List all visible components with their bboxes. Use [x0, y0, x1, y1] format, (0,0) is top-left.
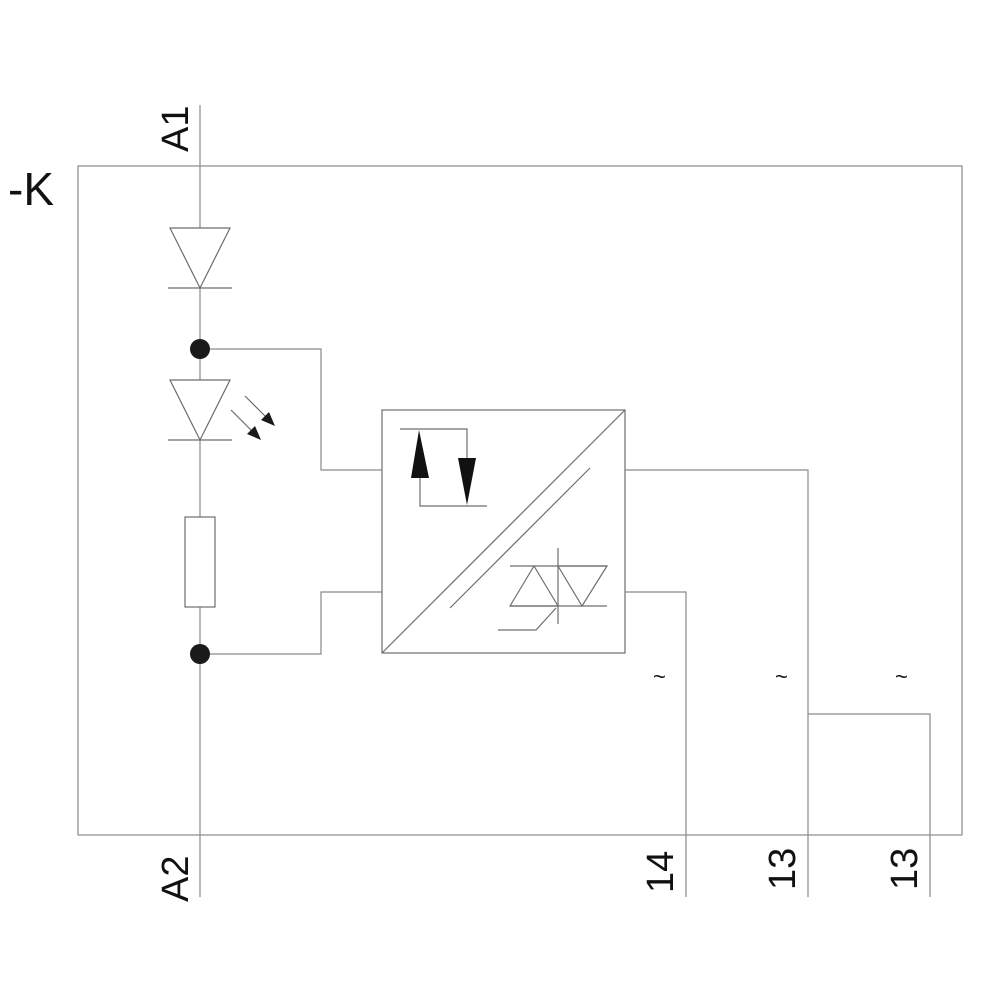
junction-dot-bottom: [190, 644, 210, 664]
device-tag: -K: [8, 163, 54, 215]
terminal-a2-label: A2: [155, 856, 197, 902]
led-symbol: [168, 379, 275, 442]
direction-arrows-icon: [400, 428, 487, 507]
ac-mark-14: ~: [653, 664, 666, 689]
bridge-wire-13b: [808, 713, 931, 897]
terminal-13a-label: 13: [762, 848, 804, 890]
ssr-module: [381, 409, 626, 654]
terminal-a1-label: A1: [155, 106, 197, 152]
input-wire-bottom: [210, 591, 382, 655]
output-wire-13a: [625, 469, 809, 897]
ac-mark-13a: ~: [775, 664, 788, 689]
triac-symbol: [498, 548, 609, 631]
terminal-13b-label: 13: [884, 848, 926, 890]
device-enclosure: [77, 165, 963, 836]
input-wire-top: [210, 348, 382, 471]
terminal-14-label: 14: [640, 851, 682, 893]
output-wire-14: [625, 591, 687, 897]
ac-mark-13b: ~: [895, 664, 908, 689]
junction-dot-top: [190, 339, 210, 359]
resistor-symbol: [184, 516, 216, 608]
protection-diode-symbol: [168, 227, 232, 290]
